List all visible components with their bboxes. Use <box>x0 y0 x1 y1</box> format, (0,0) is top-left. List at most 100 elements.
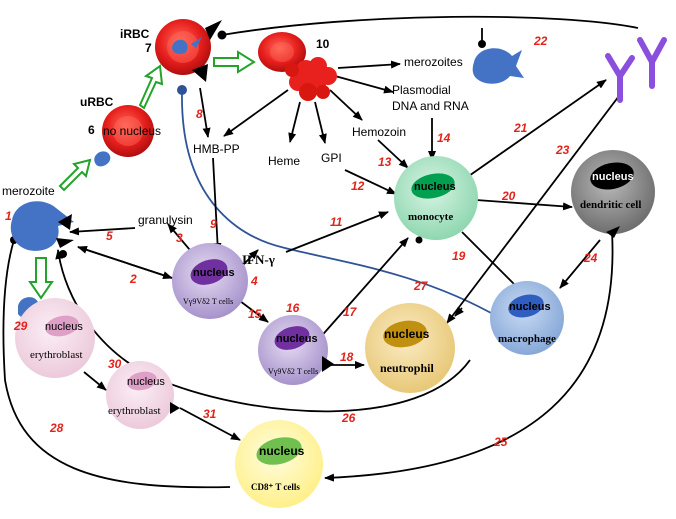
step-22: 22 <box>533 34 548 48</box>
step-21: 21 <box>513 121 528 135</box>
step-28: 28 <box>49 421 64 435</box>
nucleus-label-erythroblast-1: nucleus <box>45 321 83 333</box>
step-25: 25 <box>493 435 508 449</box>
arrow-hmbpp <box>223 89 289 137</box>
arrow-23 <box>446 91 623 324</box>
arrow-11 <box>285 211 389 253</box>
nucleus-label-erythroblast-2: nucleus <box>127 376 165 388</box>
step-10: 10 <box>316 37 330 51</box>
arrow-merozoites <box>337 60 401 69</box>
granulysin-label: granulysin <box>138 213 193 227</box>
step-23: 23 <box>555 143 570 157</box>
arrow-19 <box>461 231 523 293</box>
step-26: 26 <box>341 411 356 425</box>
macrophage-label: macrophage <box>498 333 556 345</box>
arrow-30 <box>83 371 107 391</box>
erythroblast-label-2: erythroblast <box>108 405 161 417</box>
merozoite-parasite <box>10 201 74 251</box>
heme-label: Heme <box>268 154 300 168</box>
no-nucleus-label: no nucleus <box>103 124 161 138</box>
ifn-label: IFN-γ <box>242 252 275 267</box>
arrow-5 <box>69 227 136 236</box>
gpi-label: GPI <box>321 151 342 165</box>
hmb-pp-label: HMB-PP <box>193 142 240 156</box>
step-27: 27 <box>413 279 429 293</box>
nucleus-label-dendritic: nucleus <box>592 171 634 183</box>
step-16: 16 <box>286 301 300 315</box>
step-5: 5 <box>106 229 113 243</box>
arrow-gpi <box>314 101 327 144</box>
green-arrow-irbc-rupture <box>213 50 256 74</box>
arrow-27 <box>454 306 464 317</box>
hemozoin-label: Hemozoin <box>352 125 406 139</box>
neutrophil-cell <box>365 303 455 393</box>
arrow-9 <box>212 157 222 253</box>
step-20: 20 <box>501 189 516 203</box>
step-4: 4 <box>250 274 258 288</box>
step-7: 7 <box>145 41 152 55</box>
irbc-cell <box>155 19 222 82</box>
step-12: 12 <box>351 179 365 193</box>
nucleus-label-monocyte: nucleus <box>414 181 456 193</box>
vg9vd2-label-1: Vγ9Vδ2 T cells <box>183 297 233 306</box>
arrow-13 <box>377 139 409 169</box>
green-arrow-merozoite-urbc <box>58 158 92 192</box>
dendritic-cell-label: dendritic cell <box>580 199 641 211</box>
irbc-macrophage-line <box>181 91 501 319</box>
plasmodial-label-1: Plasmodial <box>392 83 451 97</box>
macrophage-cell <box>490 281 564 355</box>
step-2: 2 <box>129 272 137 286</box>
urbc-label: uRBC <box>80 95 114 109</box>
step-24: 24 <box>583 251 598 265</box>
nucleus-label-t2: nucleus <box>276 333 318 345</box>
irbc-stalk-knob <box>177 85 187 95</box>
step-30: 30 <box>108 357 122 371</box>
plasmodial-label-2: DNA and RNA <box>392 99 469 113</box>
vg9vd2-cell-2 <box>258 315 334 385</box>
nucleus-label-macrophage: nucleus <box>509 301 551 313</box>
arrow-12 <box>344 169 397 195</box>
step-3: 3 <box>176 231 183 245</box>
erythroblast-cell-1 <box>15 298 95 378</box>
green-arrow-merozoite-erythroblast <box>28 257 54 300</box>
arrow-24 <box>559 239 601 289</box>
step-18: 18 <box>340 350 354 364</box>
neutrophil-label: neutrophil <box>380 361 434 375</box>
ruptured-rbc-cluster <box>258 32 337 101</box>
arrow-heme <box>288 101 301 143</box>
step-17: 17 <box>343 305 358 319</box>
step-19: 19 <box>452 249 466 263</box>
nucleus-label-neutrophil: nucleus <box>384 327 430 341</box>
arrow-21 <box>465 79 607 179</box>
vg9vd2-label-2: Vγ9Vδ2 T cells <box>268 367 318 376</box>
irbc-label: iRBC <box>120 27 150 41</box>
nucleus-label-t1: nucleus <box>193 267 235 279</box>
erythroblast-cell-2 <box>106 361 180 429</box>
monocyte-cell <box>394 156 478 244</box>
step-31: 31 <box>203 407 217 421</box>
step-14: 14 <box>437 131 451 145</box>
cd8-cell <box>235 420 323 508</box>
merozoites-parasite <box>472 48 524 84</box>
antibody-icons <box>605 37 667 103</box>
dendritic-cell <box>571 150 655 238</box>
arrow-hemozoin <box>329 89 363 121</box>
step-6: 6 <box>88 123 95 137</box>
step-8: 8 <box>196 107 203 121</box>
arrow-28 <box>2 239 231 489</box>
step-9: 9 <box>210 217 217 231</box>
arrow-17 <box>317 237 409 341</box>
arrow-20 <box>475 199 573 211</box>
step-11: 11 <box>330 215 343 229</box>
step-13: 13 <box>378 155 392 169</box>
nucleus-label-cd8: nucleus <box>259 444 305 458</box>
step-15: 15 <box>248 307 262 321</box>
monocyte-label: monocyte <box>408 211 453 223</box>
arrow-8 <box>199 87 211 138</box>
step-29: 29 <box>13 319 28 333</box>
arrow-plasmodial <box>334 75 394 94</box>
merozoites-label: merozoites <box>404 55 463 69</box>
vg9vd2-cell-1 <box>172 243 248 319</box>
